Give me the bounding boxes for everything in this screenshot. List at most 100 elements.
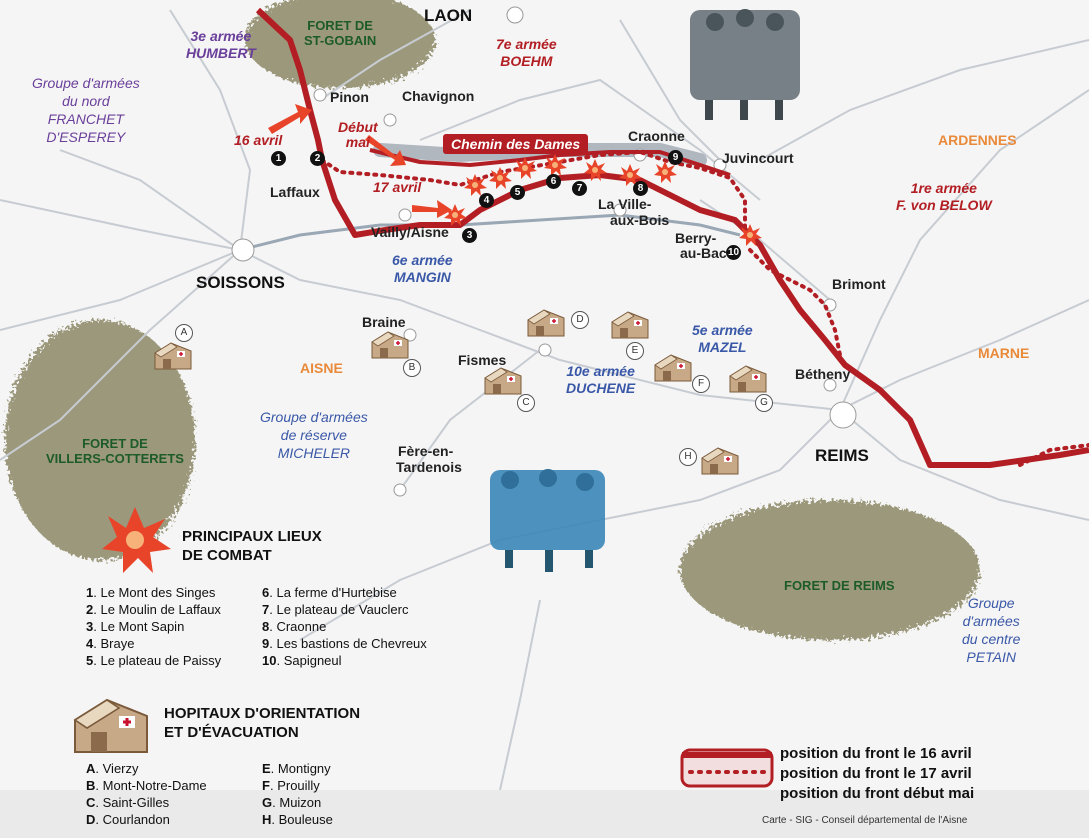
- legend-combat-item: 10. Sapigneul: [262, 653, 342, 668]
- battle-marker-6: 6: [546, 174, 561, 189]
- army-group-centre-line-4: PETAIN: [966, 649, 1016, 665]
- legend-hospitals-title-line-1: HOPITAUX D'ORIENTATION: [164, 705, 361, 722]
- label-army-10: 10e armée DUCHENE: [566, 363, 635, 397]
- legend-hospital-item: E. Montigny: [262, 761, 331, 776]
- army-7-number: 7e armée: [496, 36, 557, 52]
- legend-hospital-item: D. Courlandon: [86, 812, 170, 827]
- legend-combat-title-line-1: PRINCIPAUX LIEUX: [182, 528, 322, 545]
- army-5-commander: MAZEL: [698, 339, 747, 355]
- legend-combat-list-right: 6. La ferme d'Hurtebise 7. Le plateau de…: [262, 584, 427, 669]
- battle-marker-1: 1: [271, 151, 286, 166]
- map-credit: Carte - SIG - Conseil départemental de l…: [762, 815, 968, 826]
- legend-hospitals-list-right: E. Montigny F. Prouilly G. Muizon H. Bou…: [262, 760, 333, 828]
- legend-combat-item: 3. Le Mont Sapin: [86, 619, 185, 634]
- battle-marker-10: 10: [726, 245, 741, 260]
- label-fismes: Fismes: [458, 352, 507, 368]
- legend-combat-item: 7. Le plateau de Vauclerc: [262, 602, 409, 617]
- army-group-reserve-line-3: MICHELER: [277, 445, 351, 461]
- army-5-number: 5e armée: [692, 322, 753, 338]
- army-group-nord-line-2: du nord: [62, 93, 110, 109]
- label-army-6: 6e armée MANGIN: [392, 252, 453, 286]
- label-army-3: 3e armée HUMBERT: [186, 28, 256, 62]
- legend-hospital-item: A. Vierzy: [86, 761, 139, 776]
- forest-st-gobain-line-1: FORET DE: [307, 18, 373, 33]
- legend-combat-title-line-2: DE COMBAT: [182, 547, 272, 564]
- date-debut-line-2: mai: [345, 134, 370, 150]
- hospital-marker-d: D: [571, 311, 589, 329]
- attack-arrows: [268, 104, 452, 218]
- label-pinon: Pinon: [330, 89, 369, 105]
- river-aisne: [239, 213, 741, 252]
- legend-front-debut-mai: position du front début mai: [780, 785, 975, 802]
- legend-combat-item: 8. Craonne: [262, 619, 327, 634]
- label-forest-reims: FORET DE REIMS: [784, 578, 895, 593]
- label-chavignon: Chavignon: [402, 88, 475, 104]
- label-army-5: 5e armée MAZEL: [692, 322, 753, 356]
- label-date-17-avril: 17 avril: [373, 179, 422, 195]
- label-reims: REIMS: [815, 446, 869, 465]
- legend-front-17-avril: position du front le 17 avril: [780, 765, 972, 782]
- battle-marker-5: 5: [510, 185, 525, 200]
- legend-front-symbol: [680, 748, 774, 788]
- army-group-centre-line-2: d'armées: [962, 613, 1020, 629]
- label-date-16-avril: 16 avril: [234, 132, 283, 148]
- army-10-number: 10e armée: [566, 363, 635, 379]
- legend-front-labels: position du front le 16 avril position d…: [780, 744, 974, 804]
- army-1-number: 1re armée: [910, 180, 977, 196]
- army-3-number: 3e armée: [190, 28, 252, 44]
- army-6-number: 6e armée: [392, 252, 453, 268]
- army-6-commander: MANGIN: [393, 269, 451, 285]
- legend-combat-item: 2. Le Moulin de Laffaux: [86, 602, 221, 617]
- label-berry-2: au-Bac: [680, 245, 727, 261]
- city-dots: [231, 6, 857, 497]
- label-forest-villers: FORET DE VILLERS-COTTERETS: [46, 436, 184, 466]
- label-date-debut-mai: Début mai: [338, 120, 378, 150]
- label-region-aisne: AISNE: [300, 360, 343, 376]
- hospital-marker-e: E: [626, 342, 644, 360]
- hospital-marker-a: A: [175, 324, 193, 342]
- legend-hospital-item: G. Muizon: [262, 795, 322, 810]
- label-craonne: Craonne: [628, 128, 685, 144]
- label-laffaux: Laffaux: [270, 184, 320, 200]
- label-la-ville-aux-bois-1: La Ville-: [598, 196, 652, 212]
- army-group-nord-line-3: FRANCHET: [47, 111, 124, 127]
- army-group-reserve-line-2: de réserve: [280, 427, 347, 443]
- label-soissons: SOISSONS: [196, 273, 285, 292]
- date-debut-line-1: Début: [338, 119, 378, 135]
- label-chemin-des-dames: Chemin des Dames: [443, 134, 589, 154]
- army-3-commander: HUMBERT: [186, 45, 256, 61]
- hospital-marker-h: H: [679, 448, 697, 466]
- legend-hospitals-list-left: A. Vierzy B. Mont-Notre-Dame C. Saint-Gi…: [86, 760, 207, 828]
- legend-combat-item: 4. Braye: [86, 636, 135, 651]
- hospital-marker-f: F: [692, 375, 710, 393]
- army-7-commander: BOEHM: [500, 53, 553, 69]
- legend-front-16-avril: position du front le 16 avril: [780, 745, 972, 762]
- battle-marker-9: 9: [668, 150, 683, 165]
- legend-hospitals-title: HOPITAUX D'ORIENTATION ET D'ÉVACUATION: [164, 704, 360, 742]
- battle-marker-2: 2: [310, 151, 325, 166]
- legend-combat-item: 9. Les bastions de Chevreux: [262, 636, 427, 651]
- hospital-marker-c: C: [517, 394, 535, 412]
- german-soldiers-illustration: [690, 9, 800, 120]
- army-1-commander: F. von BELOW: [896, 197, 992, 213]
- army-group-centre-line-3: du centre: [962, 631, 1021, 647]
- battle-marker-4: 4: [479, 193, 494, 208]
- forest-reims-area: [680, 500, 980, 640]
- legend-combat-title: PRINCIPAUX LIEUX DE COMBAT: [182, 527, 322, 565]
- label-army-group-centre: Groupe d'armées du centre PETAIN: [962, 594, 1020, 666]
- forest-st-gobain-area: [245, 0, 435, 88]
- label-berry-1: Berry-: [675, 230, 717, 246]
- battle-marker-8: 8: [633, 181, 648, 196]
- front-debut-mai: [369, 148, 731, 177]
- legend-combat-item: 1. Le Mont des Singes: [86, 585, 216, 600]
- hospital-marker-b: B: [403, 359, 421, 377]
- legend-hospital-item: B. Mont-Notre-Dame: [86, 778, 207, 793]
- forest-st-gobain-line-2: ST-GOBAIN: [304, 33, 377, 48]
- forest-villers-line-2: VILLERS-COTTERETS: [46, 451, 184, 466]
- army-group-reserve-line-1: Groupe d'armées: [260, 409, 368, 425]
- legend-hospital-item: C. Saint-Gilles: [86, 795, 170, 810]
- label-forest-st-gobain: FORET DE ST-GOBAIN: [304, 18, 376, 48]
- army-group-nord-line-1: Groupe d'armées: [32, 75, 140, 91]
- label-region-marne: MARNE: [978, 345, 1030, 361]
